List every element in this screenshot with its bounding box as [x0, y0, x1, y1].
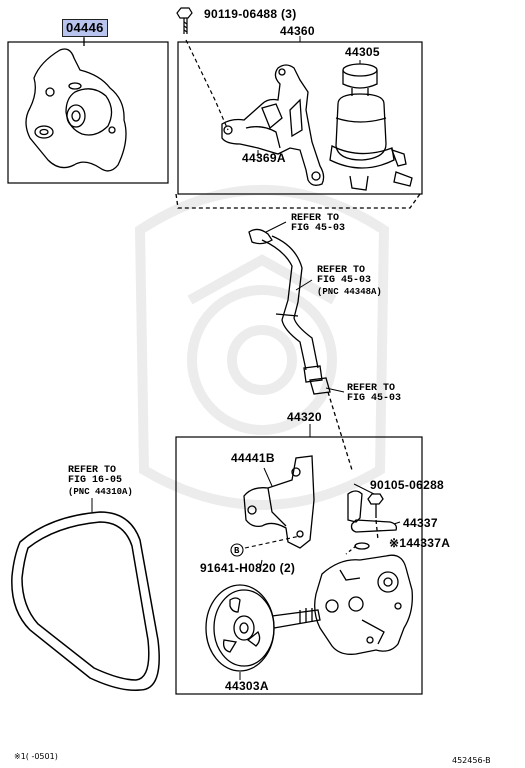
part-label-44337: 44337 — [403, 516, 438, 530]
gasket-kit-illustration — [25, 38, 127, 172]
footer-diagram-code: 452456-B — [452, 756, 491, 765]
part-label-44337A: ※144337A — [389, 536, 451, 550]
b-marker-label: B — [234, 546, 240, 556]
reservoir-44305-illustration — [329, 63, 413, 191]
reservoir-bracket-illustration — [221, 64, 325, 186]
b-marker-leader — [230, 535, 301, 557]
ref-note-2-line2: FIG 45-03 — [317, 275, 372, 286]
ref-note-3-line1: REFER TO — [347, 383, 396, 394]
ref-note-4-line1: REFER TO — [68, 465, 117, 476]
bracket-44441B-illustration — [243, 455, 315, 549]
ref-note-1-line1: REFER TO — [291, 213, 340, 224]
ref-note-3-line2: FIG 45-03 — [347, 393, 402, 404]
part-label-91641: 91641-H0820 (2) — [200, 561, 296, 575]
watermark-emblem — [134, 185, 390, 510]
union-44337-illustration — [345, 490, 398, 555]
part-label-44303A: 44303A — [225, 679, 269, 693]
footer-note: ※1( -0501) — [14, 752, 58, 761]
part-label-90119: 90119-06488 (3) — [204, 7, 297, 21]
pump-illustration — [314, 554, 413, 655]
part-label-44360: 44360 — [280, 24, 315, 38]
box-44320 — [175, 436, 423, 695]
box-04446 — [7, 41, 169, 184]
part-label-44305: 44305 — [345, 45, 380, 59]
ref-note-2-line3: (PNC 44348A) — [317, 287, 382, 297]
ref-note-4-line2: FIG 16-05 — [68, 475, 123, 486]
ref-note-4-line3: (PNC 44310A) — [68, 487, 133, 497]
bolt-90119-illustration — [176, 7, 229, 131]
leader-lines — [83, 36, 401, 680]
part-label-04446: 04446 — [62, 19, 108, 37]
belt-illustration — [11, 511, 160, 691]
hose-illustration — [175, 193, 421, 471]
pulley-illustration — [205, 584, 321, 672]
ref-note-1-line2: FIG 45-03 — [291, 223, 346, 234]
part-label-44369A: 44369A — [242, 151, 286, 165]
ref-note-2-line1: REFER TO — [317, 265, 366, 276]
part-label-90105: 90105-06288 — [370, 478, 445, 492]
part-label-44320: 44320 — [287, 410, 322, 424]
part-label-44441B: 44441B — [231, 451, 275, 465]
